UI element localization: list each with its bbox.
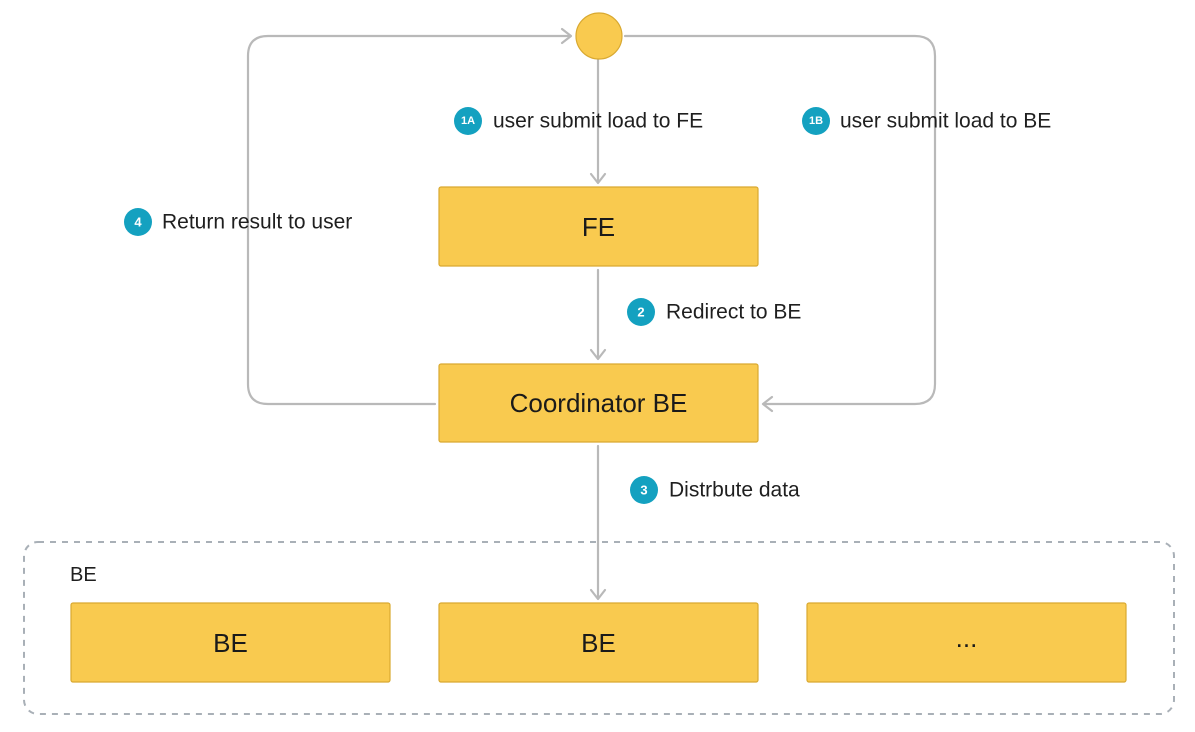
step-label-1b: user submit load to BE [840,110,1051,133]
step-badge-4 [124,208,152,236]
step-badge-1a [454,107,482,135]
fe-node: FE [438,186,759,267]
arrowhead-redirect [589,348,607,361]
coordinator-box [438,363,759,443]
step-badge-2-text: 2 [637,305,644,320]
step-badge-3-text: 3 [640,483,647,498]
step-badge-1b-text: 1B [809,115,823,127]
be-node-1: BE [70,602,391,683]
be-label-1: BE [213,628,248,658]
arrowhead-submit-to-fe [589,172,607,185]
step-1a: 1A user submit load to FE [454,107,703,135]
step-3: 3 Distrbute data [630,476,800,504]
arrowhead-distribute [589,588,607,601]
step-label-4: Return result to user [162,211,352,234]
step-2: 2 Redirect to BE [627,298,801,326]
user-node [575,12,623,60]
be-box-1 [70,602,391,683]
be-label-more: ... [956,623,978,653]
be-group: BE [23,541,1175,715]
arrowhead-return-result [560,27,573,45]
step-badge-1b [802,107,830,135]
connectors [246,27,937,601]
be-group-label: BE [70,564,97,586]
step-label-1a: user submit load to FE [493,110,703,133]
coordinator-node: Coordinator BE [438,363,759,443]
arrowhead-submit-to-be [761,395,774,413]
step-4: 4 Return result to user [124,208,352,236]
fe-label: FE [582,212,615,242]
coordinator-label: Coordinator BE [510,388,688,418]
step-badge-3 [630,476,658,504]
step-badge-1a-text: 1A [461,115,475,127]
be-box-more [806,602,1127,683]
be-box-2 [438,602,759,683]
edge-return-result [246,34,572,406]
be-group-border [23,541,1175,715]
step-1b: 1B user submit load to BE [802,107,1051,135]
edge-submit-to-be [623,34,937,406]
be-node-more: ... [806,602,1127,683]
step-label-2: Redirect to BE [666,301,801,324]
fe-box [438,186,759,267]
be-node-2: BE [438,602,759,683]
step-badge-2 [627,298,655,326]
be-label-2: BE [581,628,616,658]
step-label-3: Distrbute data [669,479,800,502]
step-badge-4-text: 4 [134,215,142,230]
user-circle [575,12,623,60]
